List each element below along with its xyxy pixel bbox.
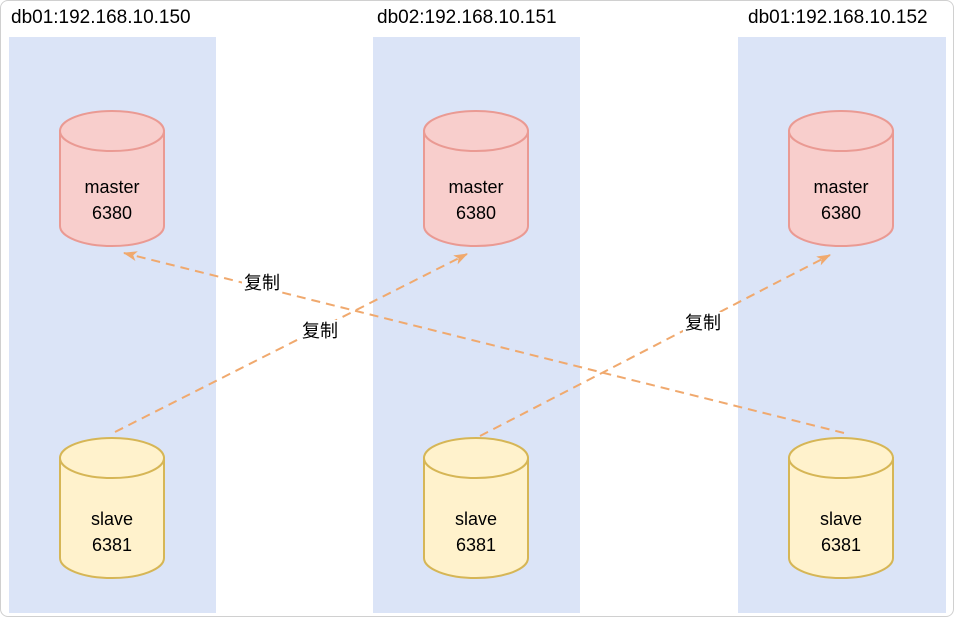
host-title-1: db01:192.168.10.150: [11, 7, 191, 28]
slave-role-2: slave: [454, 509, 498, 529]
master-port-2: 6380: [455, 203, 497, 223]
slave-label-2: slave 6381: [416, 506, 536, 558]
slave-port-3: 6381: [820, 535, 862, 555]
master-label-1: master 6380: [52, 174, 172, 226]
master-role-2: master: [448, 177, 504, 197]
replication-label-3: 复制: [242, 272, 282, 294]
master-port-3: 6380: [820, 203, 862, 223]
slave-port-2: 6381: [455, 535, 497, 555]
master-label-2: master 6380: [416, 174, 536, 226]
master-role-3: master: [813, 177, 869, 197]
master-label-3: master 6380: [781, 174, 901, 226]
master-port-1: 6380: [91, 203, 133, 223]
slave-role-1: slave: [90, 509, 134, 529]
host-title-2: db02:192.168.10.151: [377, 7, 557, 28]
host-title-3: db01:192.168.10.152: [748, 7, 928, 28]
replication-label-1: 复制: [300, 320, 340, 342]
slave-role-3: slave: [819, 509, 863, 529]
master-role-1: master: [84, 177, 140, 197]
slave-port-1: 6381: [91, 535, 133, 555]
slave-label-3: slave 6381: [781, 506, 901, 558]
replication-label-2: 复制: [683, 312, 723, 334]
slave-label-1: slave 6381: [52, 506, 172, 558]
